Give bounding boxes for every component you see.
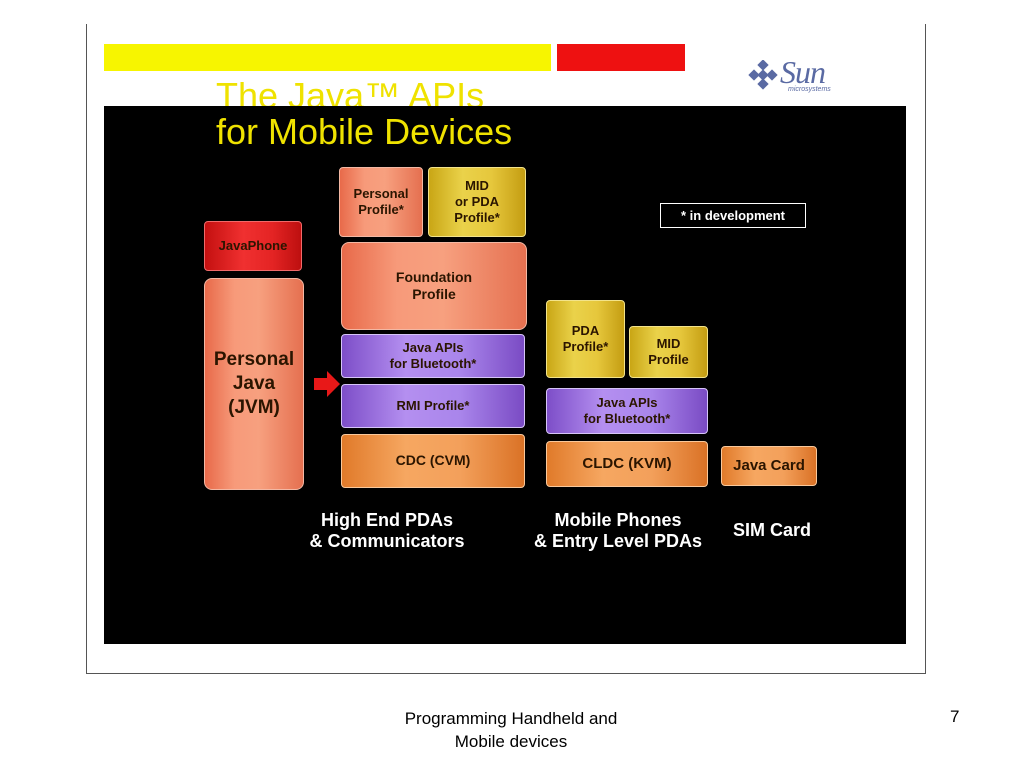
box-rmi-profile: RMI Profile*: [341, 384, 525, 428]
title-line1: The Java™ APIs: [216, 78, 485, 106]
title-line2: for Mobile Devices: [216, 111, 513, 152]
slide-frame: [86, 24, 926, 674]
box-bluetooth-mobile: Java APIs for Bluetooth*: [546, 388, 708, 434]
box-javaphone: JavaPhone: [204, 221, 302, 271]
title-line1-clip: The Java™ APIs: [216, 78, 536, 106]
sun-logo: Sun microsystems: [748, 54, 848, 102]
page-number: 7: [950, 707, 960, 726]
box-personal-java: Personal Java (JVM): [204, 278, 304, 490]
category-sim: SIM Card: [732, 520, 811, 540]
box-mid-profile: MID Profile: [629, 326, 708, 378]
development-note: * in development: [660, 203, 806, 228]
box-cldc: CLDC (KVM): [546, 441, 708, 487]
red-arrow-icon: [314, 371, 340, 397]
category-mobile: Mobile Phones & Entry Level PDAs: [533, 510, 703, 551]
footer-caption: Programming Handheld and Mobile devices: [404, 709, 618, 751]
box-mid-pda-profile: MID or PDA Profile*: [428, 167, 526, 237]
box-java-card: Java Card: [721, 446, 817, 486]
logo-subtext: microsystems: [788, 86, 831, 93]
box-foundation-profile: Foundation Profile: [341, 242, 527, 330]
box-pda-profile: PDA Profile*: [546, 300, 625, 378]
sun-diamond-icon: [748, 60, 778, 90]
box-cdc: CDC (CVM): [341, 434, 525, 488]
header-bar-yellow: [104, 44, 551, 71]
header-bar-red: [557, 44, 685, 71]
logo-wordmark: Sun: [780, 54, 826, 90]
box-bluetooth-high-end: Java APIs for Bluetooth*: [341, 334, 525, 378]
box-personal-profile: Personal Profile*: [339, 167, 423, 237]
category-high-end: High End PDAs & Communicators: [309, 510, 465, 551]
